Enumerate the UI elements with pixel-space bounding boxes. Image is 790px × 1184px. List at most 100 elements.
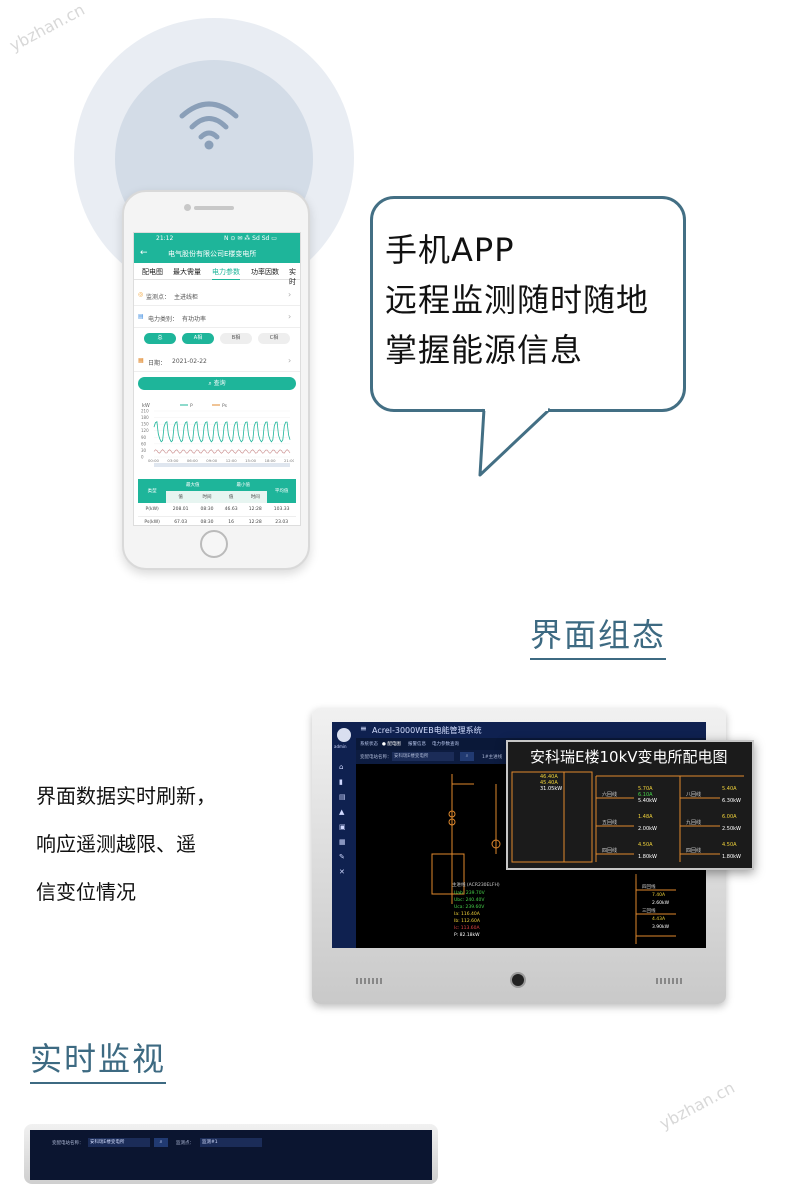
- circuit-label: 四回线: [602, 847, 617, 854]
- point-select[interactable]: 监测#1: [200, 1138, 262, 1147]
- table-subheader: 时间: [202, 495, 212, 500]
- breaker-label: 1#主进线: [482, 755, 503, 760]
- search-icon[interactable]: ⌕: [460, 752, 474, 761]
- tab-power-params[interactable]: 电力参数: [212, 267, 240, 280]
- search-icon[interactable]: ⌕: [154, 1138, 168, 1147]
- circuit-label: 五回线: [602, 819, 617, 826]
- phase-c-button[interactable]: C相: [258, 333, 290, 344]
- phone-home-button[interactable]: [200, 530, 228, 558]
- description-line-2: 响应遥测越限、遥: [36, 832, 196, 856]
- date-value: 2021-02-22: [172, 358, 207, 365]
- table-cell: 12:28: [248, 506, 262, 512]
- table-header: 类型: [147, 489, 157, 494]
- query-button-label: 查询: [213, 380, 226, 387]
- table-header: 平均值: [274, 489, 289, 494]
- power-type-row[interactable]: ▤ 电力类别： 有功功率 ›: [134, 309, 300, 328]
- reading: 45.40A: [540, 780, 558, 786]
- phase-total-button[interactable]: 总: [144, 333, 176, 344]
- series-p-line: [153, 420, 291, 443]
- avatar: [337, 728, 351, 742]
- circuit-label: 三回线: [642, 907, 656, 914]
- circuit-label: 八回线: [686, 791, 701, 798]
- reading: 5.70A: [638, 786, 653, 792]
- reading: 3.90kW: [652, 924, 670, 930]
- nav-alarm[interactable]: 报警信息: [408, 742, 426, 747]
- phase-a-button[interactable]: A相: [182, 333, 214, 344]
- y-tick-label: 90: [141, 435, 147, 440]
- table-cell: 67.03: [174, 520, 188, 526]
- table-subheader: 时间: [250, 495, 260, 500]
- tab-max-demand[interactable]: 最大需量: [173, 268, 201, 276]
- chart-zoom-slider[interactable]: [154, 463, 290, 467]
- watermark-top: ybzhan.cn: [6, 0, 88, 56]
- table-row: P(kW) 208.01 08:30 46.63 12:28 103.33: [138, 503, 296, 516]
- y-tick-label: 180: [141, 415, 149, 420]
- description-line-1: 界面数据实时刷新，: [36, 784, 216, 808]
- legend-p: P: [190, 403, 193, 409]
- reading: 4.50A: [638, 842, 653, 848]
- circuit-label: 四回线: [642, 883, 656, 890]
- watermark-bottom: ybzhan.cn: [656, 1077, 738, 1134]
- y-tick-label: 60: [141, 441, 147, 446]
- reading: 2.50kW: [722, 826, 741, 832]
- reading: 1.80kW: [722, 854, 741, 860]
- table-cell: 08:30: [200, 506, 214, 512]
- speaker-grille-right: [656, 978, 682, 984]
- station-select[interactable]: 安科瑞E楼变电所: [88, 1138, 150, 1147]
- bubble-line-3: 掌握能源信息: [385, 331, 584, 369]
- power-type-label: 电力类别：: [148, 316, 179, 323]
- table-cell: 103.33: [273, 506, 290, 512]
- reading: Ic: 113.60A: [454, 925, 480, 931]
- reading: P: 82.18kW: [454, 932, 480, 938]
- wifi-icon: [179, 101, 239, 150]
- phase-b-button[interactable]: B相: [220, 333, 252, 344]
- series-ps-line: [153, 449, 291, 454]
- reading: 4.43A: [652, 916, 666, 922]
- circuit-label: 六回线: [602, 791, 617, 798]
- nav-wiring[interactable]: ● 配电图: [382, 742, 401, 747]
- reading: 7.40A: [652, 892, 666, 898]
- x-tick-label: 06:00: [187, 458, 199, 463]
- category-icon: ▤: [138, 313, 144, 320]
- chevron-right-icon: ›: [288, 290, 292, 299]
- reading: Uca: 239.60V: [454, 904, 485, 910]
- nav-power-query[interactable]: 电力参数查询: [432, 742, 459, 747]
- monitor-2-screen: 变配电站名称： 安科瑞E楼变电所 ⌕ 监测点： 监测#1: [30, 1130, 432, 1180]
- menu-icon[interactable]: ≡: [360, 724, 367, 733]
- arrow-left-icon[interactable]: ←: [140, 248, 148, 258]
- monitor-point-value: 主进线柜: [174, 294, 199, 301]
- station-select[interactable]: 安科瑞E楼变电所: [392, 752, 454, 761]
- location-icon: ◎: [138, 291, 144, 298]
- reading: 1.80kW: [638, 854, 657, 860]
- table-row: Ps(kW) 67.03 08:30 16 12:28 23.03: [138, 516, 296, 526]
- bubble-tail: [478, 407, 552, 477]
- tab-realtime[interactable]: 实时: [289, 268, 296, 286]
- x-tick-label: 03:00: [167, 458, 179, 463]
- nav-system-status[interactable]: 系统状态: [360, 742, 378, 747]
- x-tick-label: 21:00: [284, 458, 294, 463]
- phone-camera: [184, 204, 191, 211]
- sidebar-icons[interactable]: ⌂▮▤▲▣▦✎✕: [339, 763, 346, 876]
- search-icon: ⌕: [208, 380, 214, 387]
- date-row[interactable]: ▦ 日期： 2021-02-22 ›: [134, 353, 300, 372]
- query-button[interactable]: ⌕ 查询: [138, 377, 296, 390]
- bubble-line-2: 远程监测随时随地: [385, 281, 650, 319]
- reading: 1.48A: [638, 814, 653, 820]
- status-time: 21:12: [156, 235, 174, 242]
- reading: 31.05kW: [540, 786, 562, 792]
- app-title: 电气股份有限公司E楼变电所: [168, 250, 257, 258]
- monitor-point-row[interactable]: ◎ 监测点： 主进线柜 ›: [134, 287, 300, 306]
- tab-power-factor[interactable]: 功率因数: [251, 268, 279, 276]
- app-tab-bar: 配电图 最大需量 电力参数 功率因数 实时: [134, 263, 300, 286]
- reading: Ubc: 240.40V: [454, 897, 485, 903]
- table-subheader: 值: [178, 495, 183, 500]
- x-tick-label: 18:00: [265, 458, 277, 463]
- reading: 2.00kW: [638, 826, 657, 832]
- chart-unit: kW: [142, 403, 150, 409]
- chevron-right-icon: ›: [288, 356, 292, 365]
- y-tick-label: 210: [141, 409, 149, 414]
- tab-wiring[interactable]: 配电图: [142, 268, 163, 276]
- table-header: 最小值: [236, 483, 250, 488]
- reading: Ib: 112.60A: [454, 918, 481, 924]
- table-cell: 46.63: [224, 506, 238, 512]
